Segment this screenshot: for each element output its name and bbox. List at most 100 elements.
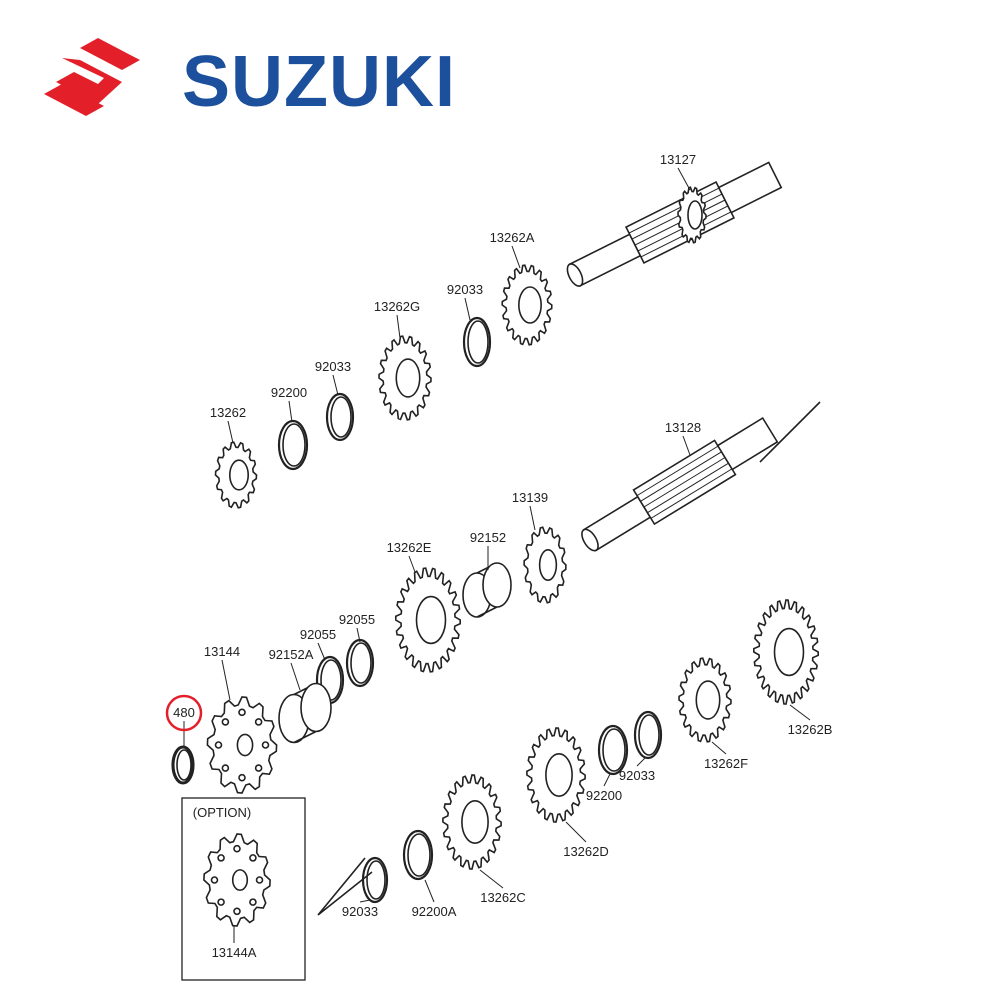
suzuki-s-mark-icon	[44, 38, 140, 116]
part-label: 480	[173, 705, 195, 720]
part-label: 13262A	[490, 230, 535, 245]
gear-13262G-outline	[378, 335, 432, 421]
part-label: 13262D	[563, 844, 609, 859]
spacer-480-outer	[171, 745, 195, 785]
part-label: 13262	[210, 405, 246, 420]
part-label: 13139	[512, 490, 548, 505]
sprocket-13144A	[203, 833, 271, 927]
suzuki-logo: SUZUKI	[44, 38, 456, 122]
leader-line	[682, 435, 691, 456]
part-label: 92055	[339, 612, 375, 627]
part-label: 92200	[586, 788, 622, 803]
part-label: 13262B	[788, 722, 833, 737]
shaft-13128-spline-line	[643, 457, 726, 508]
shaft-13127-spline-line	[631, 193, 723, 240]
brand-wordmark: SUZUKI	[182, 42, 456, 122]
washer-92200A	[402, 829, 434, 881]
sprocket-13144A-hole	[249, 854, 257, 862]
leader-line	[317, 642, 326, 661]
shaft-13128	[581, 416, 779, 552]
gear-13262D-outline	[526, 727, 586, 823]
circlip-92033-c-outer	[633, 710, 663, 760]
part-label: 13127	[660, 152, 696, 167]
part-label: 13144A	[212, 945, 257, 960]
sprocket-13144A-hole	[217, 854, 225, 862]
washer-92200-a	[277, 419, 309, 471]
washer-92200-b-outer	[597, 724, 629, 776]
sprocket-13144-hole	[214, 741, 223, 749]
leader-line	[529, 505, 536, 531]
shaft-13127	[566, 161, 783, 287]
sprocket-13144-outline	[206, 696, 278, 794]
sprocket-13144-hole	[254, 718, 263, 726]
sprocket-13144A-hole	[233, 907, 241, 916]
sprocket-13144A-outline	[203, 833, 271, 927]
leader-line	[290, 662, 301, 691]
gear-13262D	[526, 727, 586, 823]
leader-line	[511, 245, 521, 269]
sprocket-13144A-hole	[233, 844, 241, 853]
shaft-13127-tip	[717, 161, 783, 214]
circlip-92033-d	[361, 856, 389, 904]
gear-13262F-bore	[695, 680, 721, 720]
shaft-13128-spline-line	[650, 468, 733, 519]
gear-13262-outline	[214, 441, 258, 509]
sprocket-13144A-hole	[210, 876, 219, 884]
sprocket-13144	[206, 696, 278, 794]
washer-92055-a	[345, 638, 375, 688]
circlip-92033-b	[325, 392, 355, 442]
circlip-92033-b-outer	[325, 392, 355, 442]
shaft-direction-lines-top	[759, 401, 821, 463]
gear-13127-integral-bore	[687, 200, 703, 230]
shaft-13127-spline-line	[628, 187, 720, 234]
sprocket-13144-hole	[254, 764, 263, 772]
leader-line	[479, 869, 504, 889]
part-label: 92200	[271, 385, 307, 400]
leader-line	[332, 374, 339, 396]
leader-line	[408, 555, 416, 573]
leader-line	[464, 297, 471, 321]
part-labels: 13127 13262A 92033 13262G 92033 92200 13262 131…	[173, 152, 832, 960]
part-label: 13262G	[374, 299, 420, 314]
shaft-13128-spline-line	[647, 462, 729, 514]
leader-line	[789, 704, 811, 721]
gear-13262	[214, 441, 258, 509]
parts-drawing	[171, 161, 821, 927]
sprocket-13144A-hole	[249, 898, 257, 906]
washer-92200A-inner	[407, 833, 431, 877]
spacer-480-inner	[176, 749, 192, 781]
gear-13262F	[678, 657, 732, 743]
sprocket-13144-hole	[238, 773, 246, 782]
circlip-92033-a	[462, 316, 492, 368]
part-label: 13262E	[387, 540, 432, 555]
leader-line	[677, 167, 691, 191]
part-label: 92200A	[412, 904, 457, 919]
leader-line	[221, 659, 231, 701]
leader-line	[359, 899, 371, 903]
shaft-13128-spline-line	[640, 451, 722, 502]
leader-line	[603, 773, 611, 787]
part-label: 92033	[447, 282, 483, 297]
gear-13127-integral	[677, 186, 707, 244]
part-label: 92033	[342, 904, 378, 919]
gear-13262C	[442, 774, 502, 870]
part-label: 92033	[619, 768, 655, 783]
washer-92200-b-inner	[602, 728, 626, 772]
highlight-circle	[165, 694, 203, 732]
circlip-92033-c	[633, 710, 663, 760]
gear-13262E	[394, 567, 462, 673]
bush-92152-front	[482, 562, 512, 608]
shaft-13128-face	[581, 528, 599, 552]
part-label: 13144	[204, 644, 240, 659]
gear-13262C-outline	[442, 774, 502, 870]
gear-13262D-bore	[545, 753, 573, 797]
gear-13262A-bore	[518, 286, 542, 324]
gear-13262-bore	[228, 459, 250, 491]
part-label: 13128	[665, 420, 701, 435]
gear-13262B-outline	[752, 599, 820, 705]
leader-line	[711, 741, 727, 755]
gear-13262E-bore	[415, 595, 447, 645]
circlip-92033-a-inner	[467, 320, 489, 364]
option-label: (OPTION)	[193, 805, 252, 820]
